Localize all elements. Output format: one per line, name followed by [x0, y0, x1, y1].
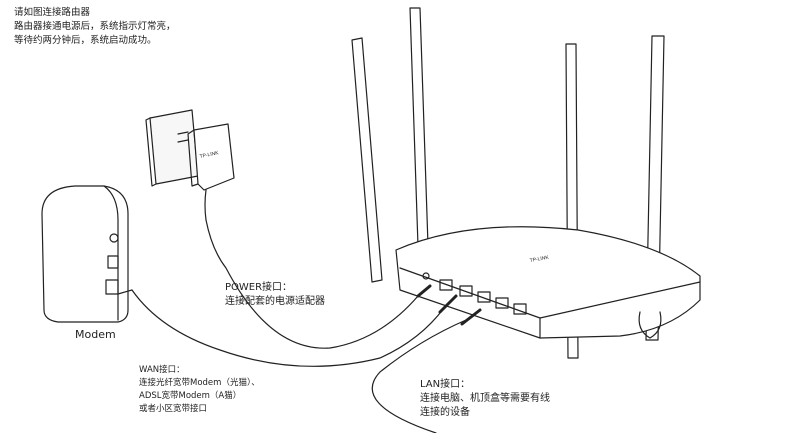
intro-line: 请如图连接路由器	[14, 7, 91, 18]
lan-cable	[371, 319, 467, 433]
wan-port-label: WAN接口： 连接光纤宽带Modem（光猫）、 ADSL宽带Modem（A猫） …	[139, 364, 260, 416]
modem	[41, 185, 133, 323]
wan-title: WAN接口：	[139, 365, 185, 375]
lan-port-label: LAN接口： 连接电脑、机顶盒等需要有线 连接的设备	[420, 378, 550, 420]
power-port-label: POWER接口： 连接配套的电源适配器	[225, 281, 325, 309]
wan-desc: 或者小区宽带接口	[139, 404, 208, 414]
modem-label: Modem	[75, 328, 116, 341]
wan-desc: ADSL宽带Modem（A猫）	[139, 391, 242, 401]
lan-desc: 连接电脑、机顶盒等需要有线	[420, 393, 550, 404]
router-logo: TP-LINK	[529, 255, 550, 264]
intro-line: 等待约两分钟后，系统启动成功。	[14, 35, 157, 46]
power-desc: 连接配套的电源适配器	[225, 296, 325, 307]
intro-line: 路由器接通电源后，系统指示灯常亮，	[14, 21, 176, 32]
lan-desc: 连接的设备	[420, 407, 470, 418]
router	[395, 226, 701, 339]
intro-text: 请如图连接路由器 路由器接通电源后，系统指示灯常亮， 等待约两分钟后，系统启动成…	[14, 6, 176, 48]
wall-socket	[145, 109, 199, 187]
power-title: POWER接口：	[225, 282, 293, 293]
wan-cable	[131, 289, 445, 367]
wan-desc: 连接光纤宽带Modem（光猫）、	[139, 378, 260, 388]
power-adapter	[177, 123, 235, 221]
router-antennas	[351, 7, 665, 359]
lan-title: LAN接口：	[420, 379, 471, 390]
adapter-logo: TP-LINK	[199, 150, 220, 160]
power-cable	[205, 219, 419, 349]
